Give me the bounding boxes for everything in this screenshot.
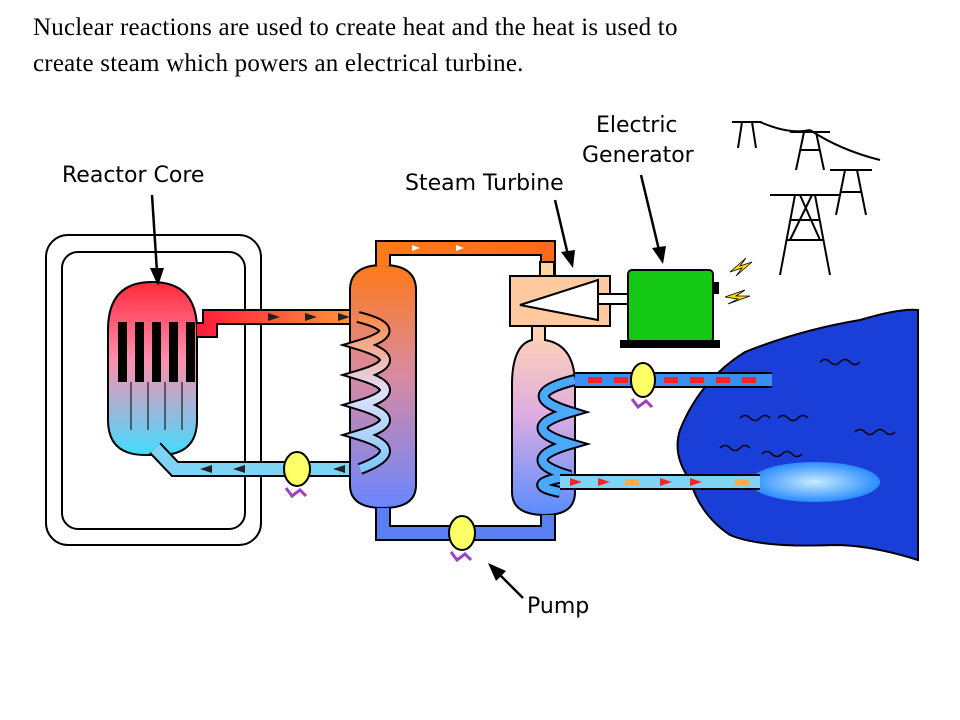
steam-turbine-pointer bbox=[553, 199, 575, 268]
lightning-bolt-icon bbox=[724, 257, 753, 305]
primary-cold-pipe bbox=[149, 442, 358, 477]
electric-label: Electric bbox=[596, 113, 678, 138]
feedwater-pump-icon bbox=[448, 515, 476, 563]
primary-hot-pipe bbox=[197, 309, 358, 338]
reactor-core-label: Reactor Core bbox=[62, 163, 204, 188]
electric-generator bbox=[620, 269, 720, 348]
cooling-water-outfall-pipe bbox=[560, 474, 760, 490]
generator-pointer bbox=[639, 174, 666, 264]
diagram-caption: Nuclear reactions are used to create hea… bbox=[33, 10, 933, 82]
cooling-water-intake-pipe bbox=[575, 362, 772, 410]
pump-label: Pump bbox=[527, 594, 589, 619]
reactor-core-pointer bbox=[150, 194, 164, 286]
primary-pump-icon bbox=[283, 451, 311, 499]
steam-turbine-label: Steam Turbine bbox=[405, 171, 564, 196]
condenser bbox=[511, 325, 592, 517]
steam-turbine bbox=[509, 261, 631, 327]
control-rods bbox=[118, 322, 195, 382]
generator-label: Generator bbox=[582, 143, 695, 168]
caption-line-1: Nuclear reactions are used to create hea… bbox=[33, 14, 678, 41]
steam-generator bbox=[339, 263, 417, 510]
reactor-core-vessel bbox=[107, 280, 198, 456]
arrow-icon bbox=[268, 313, 350, 321]
pump-pointer bbox=[488, 563, 524, 599]
caption-line-2: create steam which powers an electrical … bbox=[33, 50, 524, 77]
transmission-tower-icon bbox=[732, 121, 881, 276]
water-wave-icon bbox=[719, 358, 896, 458]
